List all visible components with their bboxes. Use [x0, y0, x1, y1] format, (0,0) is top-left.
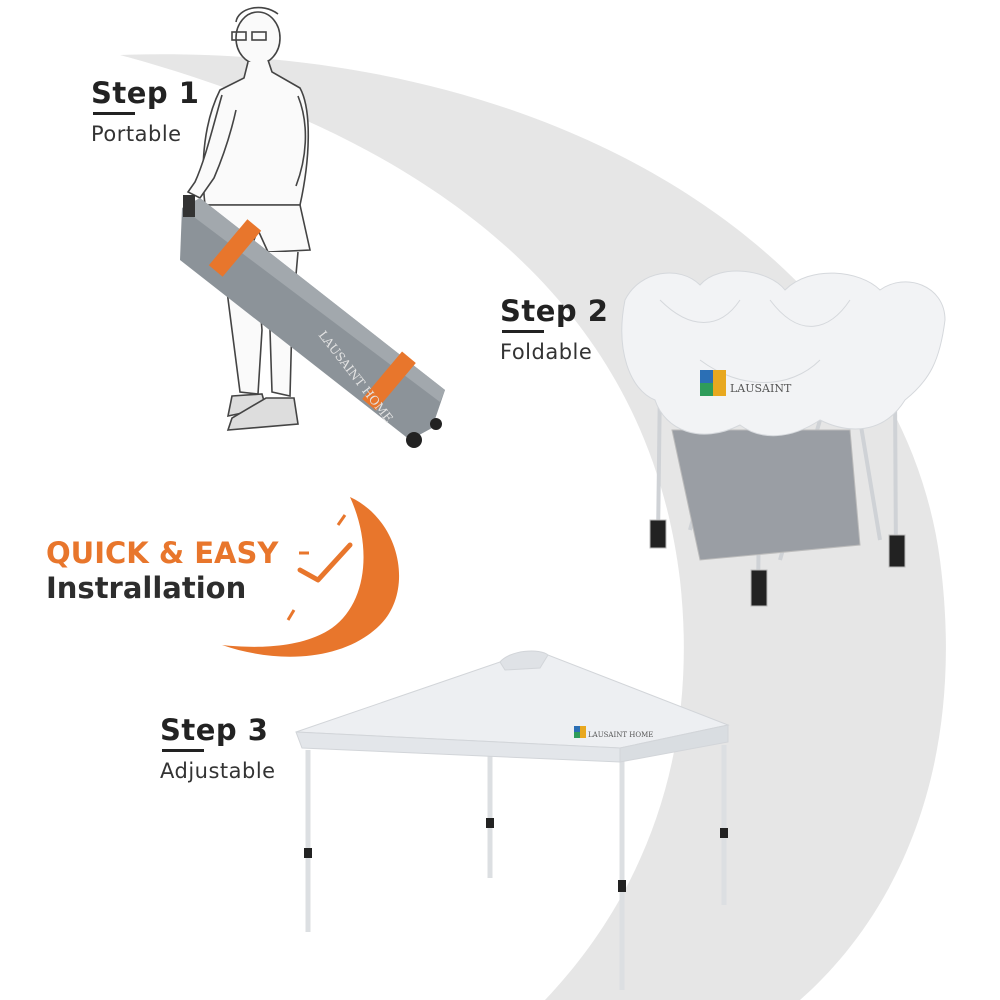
step-1-underline [93, 112, 135, 115]
brand-logo-text: LAUSAINT HOME [588, 731, 653, 739]
step-2-underline [502, 330, 544, 333]
step-3-block: Step 3 Adjustable [160, 713, 276, 784]
quick-easy-badge: QUICK & EASY Instrallation [46, 536, 278, 606]
step-2-block: Step 2 Foldable [500, 294, 608, 365]
step-2-title: Step 2 [500, 294, 609, 328]
installation-label: Instrallation [46, 571, 247, 605]
quick-easy-headline: QUICK & EASY [46, 536, 279, 570]
step-1-subtitle: Portable [91, 122, 182, 146]
step-1-title: Step 1 [91, 76, 200, 110]
carry-bag: LAUSAINT HOME [180, 195, 445, 448]
step-3-underline [162, 749, 204, 752]
step-3-subtitle: Adjustable [160, 759, 276, 783]
svg-text:LAUSAINT: LAUSAINT [730, 382, 792, 395]
step-2-subtitle: Foldable [500, 340, 593, 364]
step-1-block: Step 1 Portable [91, 76, 199, 147]
step-3-title: Step 3 [160, 713, 269, 747]
